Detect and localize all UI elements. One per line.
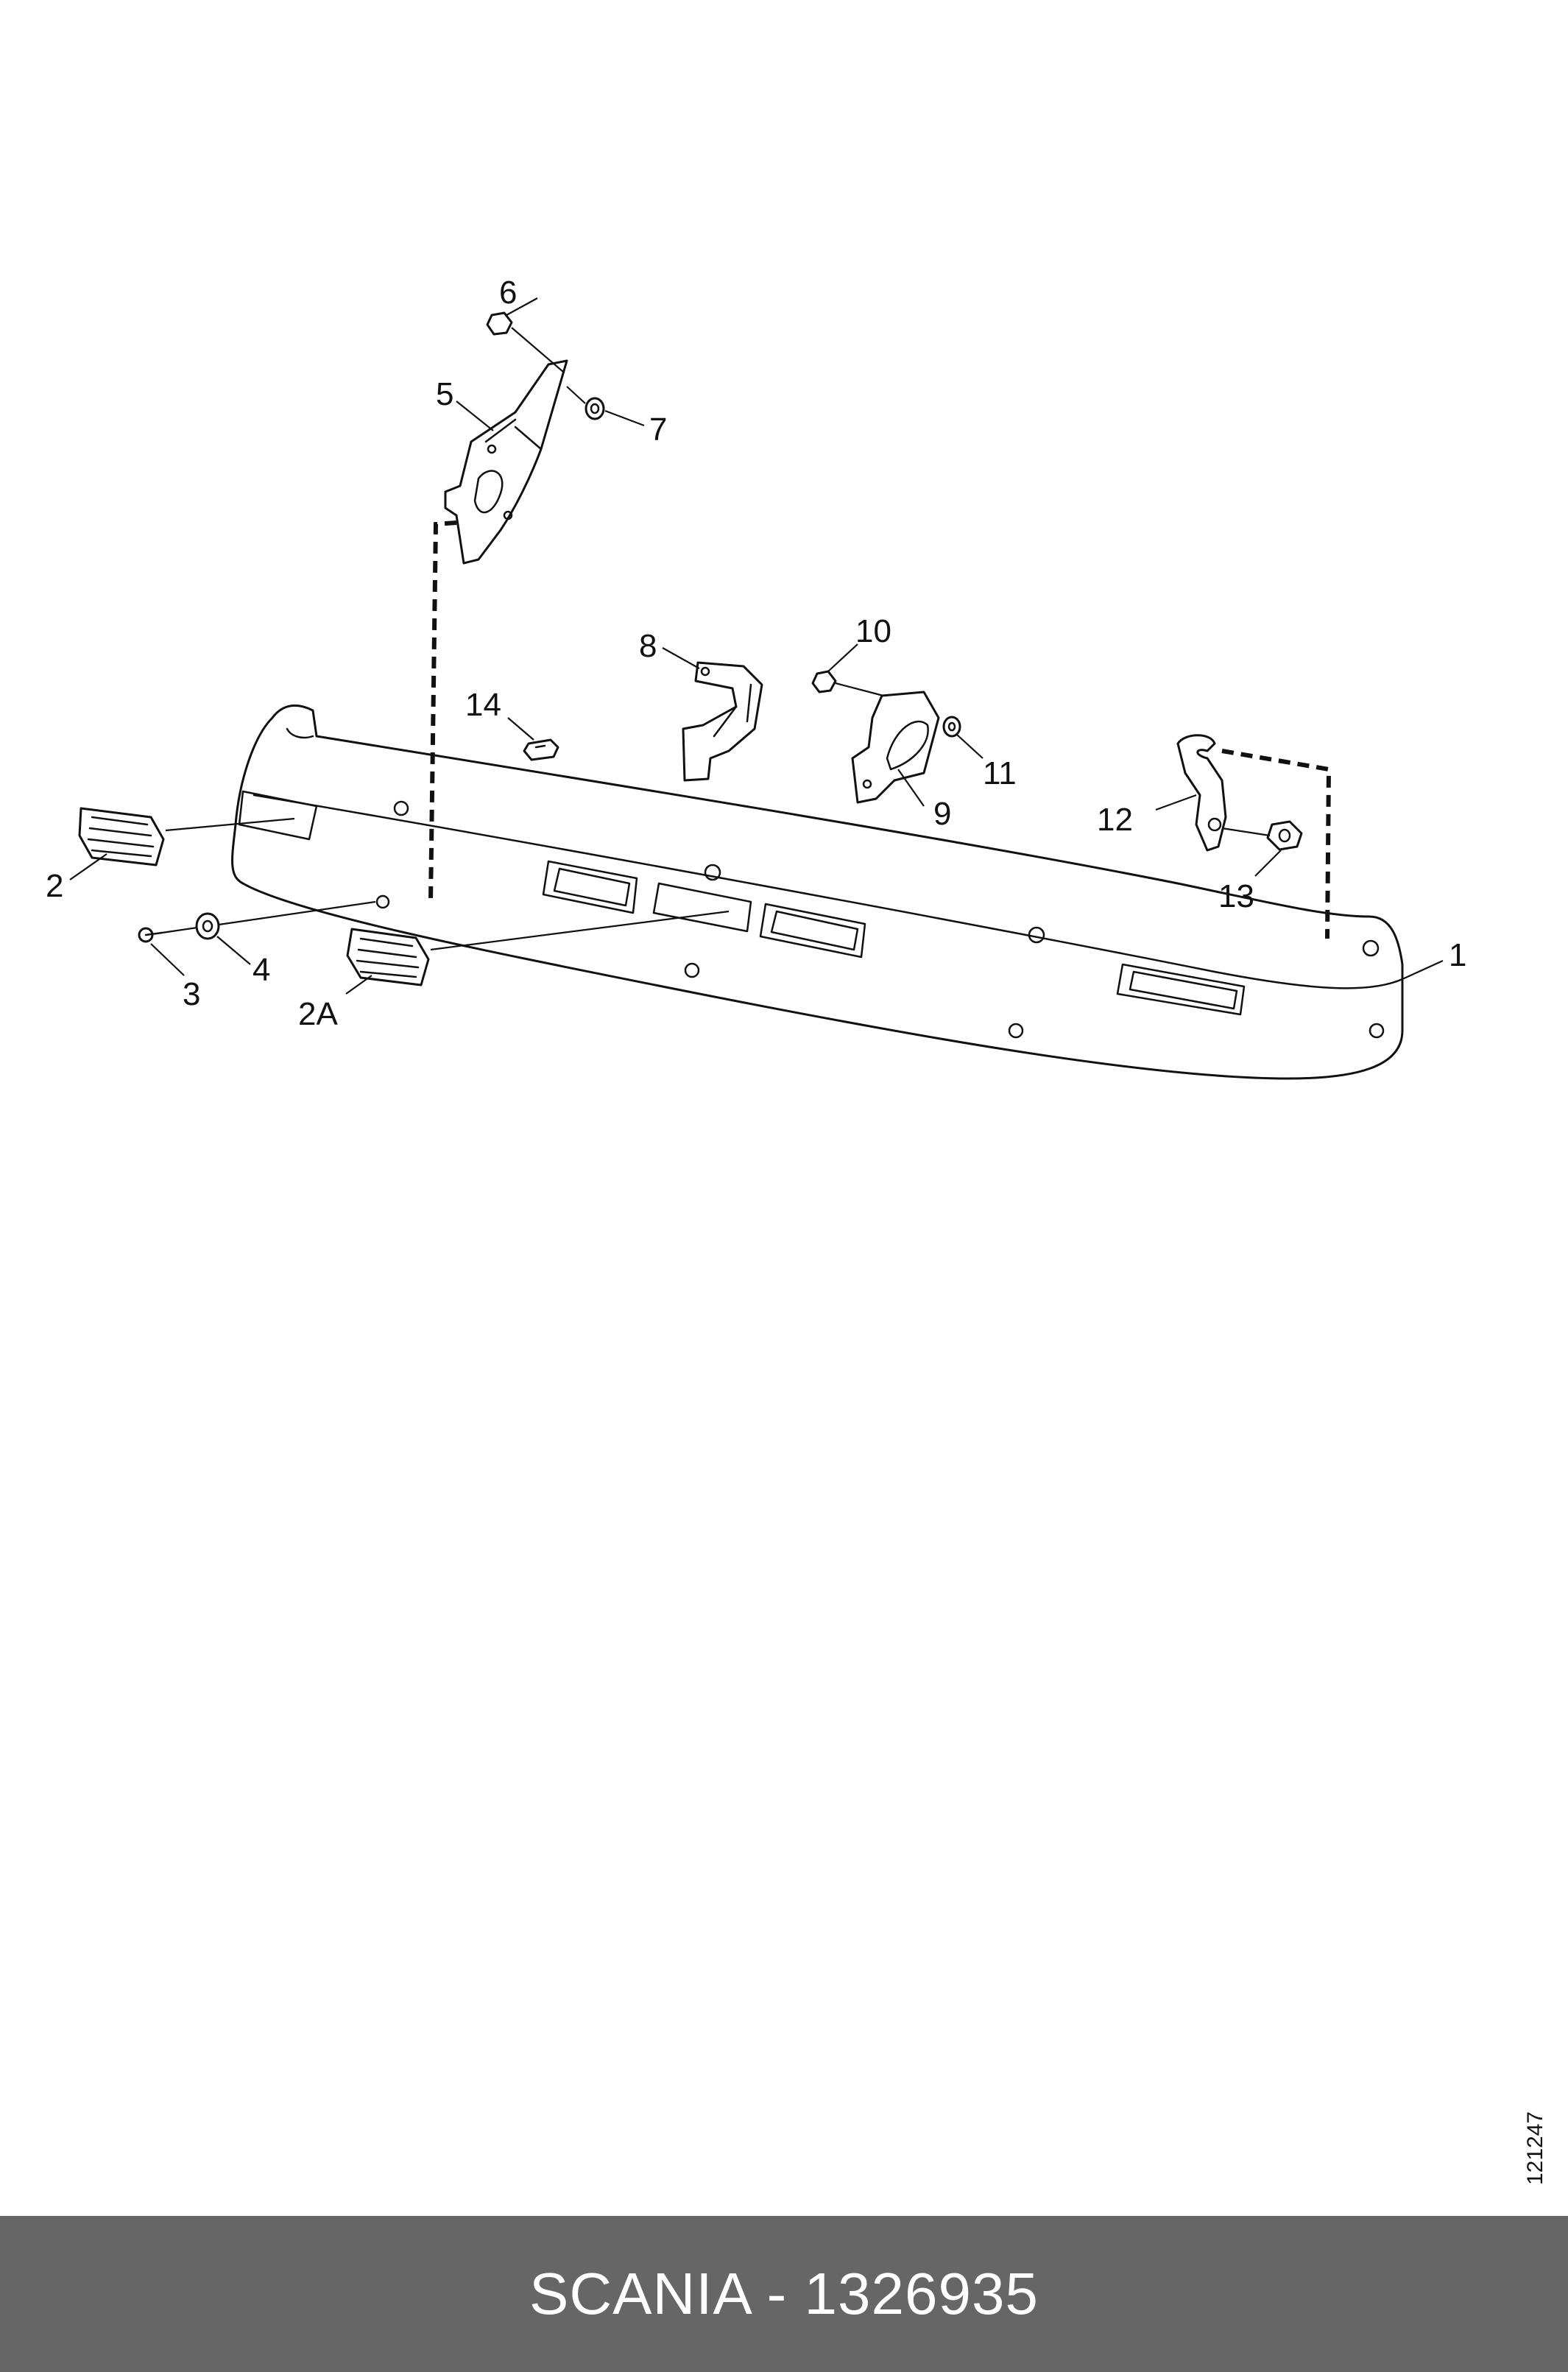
part-11-washer [942, 716, 961, 738]
part-9-bracket [851, 691, 940, 804]
part-1-visor-panel [231, 704, 1404, 1080]
part-10-bolt [811, 670, 837, 693]
callout-leader-3 [150, 943, 185, 976]
part-5-bracket [444, 359, 568, 565]
part-7-washer [585, 397, 605, 420]
callout-leader-10 [827, 643, 858, 672]
part-12-hook-bracket [1176, 734, 1227, 852]
part-2a-marker-lamp [346, 928, 430, 986]
fastening-line-5-7 [566, 386, 586, 404]
callout-leader-12 [1155, 794, 1197, 811]
part-4-washer [195, 912, 220, 940]
callout-11: 11 [983, 755, 1017, 791]
alignment-line-3-4 [161, 926, 198, 934]
callout-9: 9 [933, 796, 951, 832]
fastening-line-13-12 [1221, 827, 1271, 837]
callout-leader-13 [1254, 850, 1282, 877]
callout-4: 4 [252, 952, 270, 988]
alignment-line-4-panel [218, 900, 376, 926]
callout-leader-2 [69, 853, 107, 880]
fastening-line-10-9 [835, 682, 884, 697]
exploded-parts-diagram: 1 2 2A 3 4 5 6 7 8 9 10 11 12 13 14 1212… [46, 275, 1547, 2185]
diagram-reference-code: 121247 [1523, 2111, 1547, 2185]
fastening-line-6-5 [511, 327, 564, 373]
callout-5: 5 [436, 376, 453, 412]
part-8-bracket [682, 661, 763, 782]
callout-1: 1 [1449, 937, 1466, 973]
callout-leader-5 [456, 400, 494, 431]
part-3-screw [138, 927, 163, 943]
callout-leader-14 [507, 717, 534, 741]
footer-banner: SCANIA - 1326935 [0, 2216, 1568, 2372]
assembly-line-left [428, 520, 457, 903]
alignment-line-2 [165, 817, 295, 832]
callout-13: 13 [1218, 878, 1254, 914]
callout-leader-4 [216, 936, 251, 965]
callout-leader-8 [662, 647, 700, 669]
part-6-bolt [486, 311, 513, 336]
callout-3: 3 [183, 976, 200, 1012]
callout-leader-2a [345, 975, 372, 995]
callout-leader-1 [1402, 959, 1444, 981]
callout-8: 8 [639, 628, 657, 664]
callout-leader-7 [604, 409, 645, 427]
callout-leader-11 [956, 734, 983, 759]
footer-title: SCANIA - 1326935 [529, 2261, 1039, 2326]
callout-7: 7 [649, 412, 667, 448]
alignment-line-2a [430, 910, 730, 951]
callout-2a: 2A [298, 996, 338, 1032]
callout-2: 2 [46, 868, 63, 904]
callout-6: 6 [499, 275, 517, 311]
callout-12: 12 [1097, 802, 1133, 838]
part-2-marker-lamp [78, 807, 165, 866]
part-14-clip [523, 738, 559, 761]
part-13-nut [1266, 820, 1303, 851]
callout-leader-6 [506, 297, 538, 316]
callout-14: 14 [465, 687, 501, 723]
callout-leader-9 [897, 769, 925, 807]
assembly-line-right [1221, 749, 1332, 939]
callout-10: 10 [855, 613, 891, 649]
